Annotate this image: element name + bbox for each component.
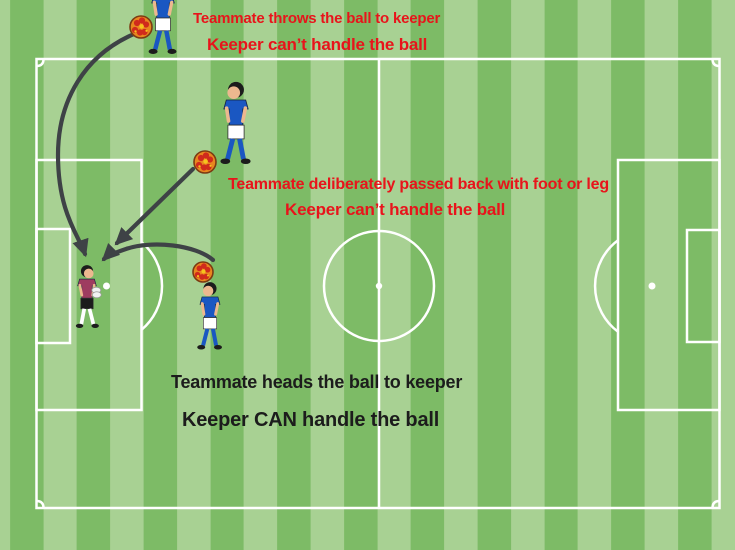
balls-layer <box>129 15 217 283</box>
center-circle <box>322 229 436 343</box>
throw-caption-label: Teammate throws the ball to keeper <box>193 10 441 27</box>
teammate-header <box>197 282 222 350</box>
teammate-thrower <box>148 0 177 54</box>
ball-headed <box>192 261 214 283</box>
deliberate-pass-rule-label: Keeper can’t handle the ball <box>285 200 506 219</box>
header-caption-label: Teammate heads the ball to keeper <box>171 372 463 392</box>
goalkeeper <box>75 265 102 328</box>
corner-arc-top-left <box>36 58 45 68</box>
center-spot <box>375 282 383 290</box>
header-rule-label: Keeper CAN handle the ball <box>182 409 440 431</box>
right-goal-area <box>685 228 721 344</box>
pitch-markings <box>35 57 721 510</box>
corner-arc-bottom-left <box>36 499 45 509</box>
throw-rule-label: Keeper can’t handle the ball <box>207 35 428 54</box>
right-penalty-spot <box>648 282 656 290</box>
teammate-passer <box>220 81 251 164</box>
deliberate-pass-caption-label: Teammate deliberately passed back with f… <box>228 176 609 193</box>
right-penalty-area <box>616 158 721 412</box>
pass-arrows-layer <box>55 31 216 263</box>
corner-arc-bottom-right <box>711 499 720 509</box>
players-layer <box>75 0 251 350</box>
right-penalty-arc <box>593 239 619 333</box>
left-penalty-arc <box>140 241 164 331</box>
throw-path-arrow <box>55 31 137 258</box>
corner-arc-top-right <box>711 58 720 68</box>
left-goal-area <box>35 227 72 345</box>
ball-thrown <box>129 15 153 39</box>
left-penalty-spot <box>103 282 110 290</box>
ball-passed <box>193 150 217 174</box>
pass-path-arrow <box>114 166 196 246</box>
head-path-arrow <box>101 242 216 263</box>
